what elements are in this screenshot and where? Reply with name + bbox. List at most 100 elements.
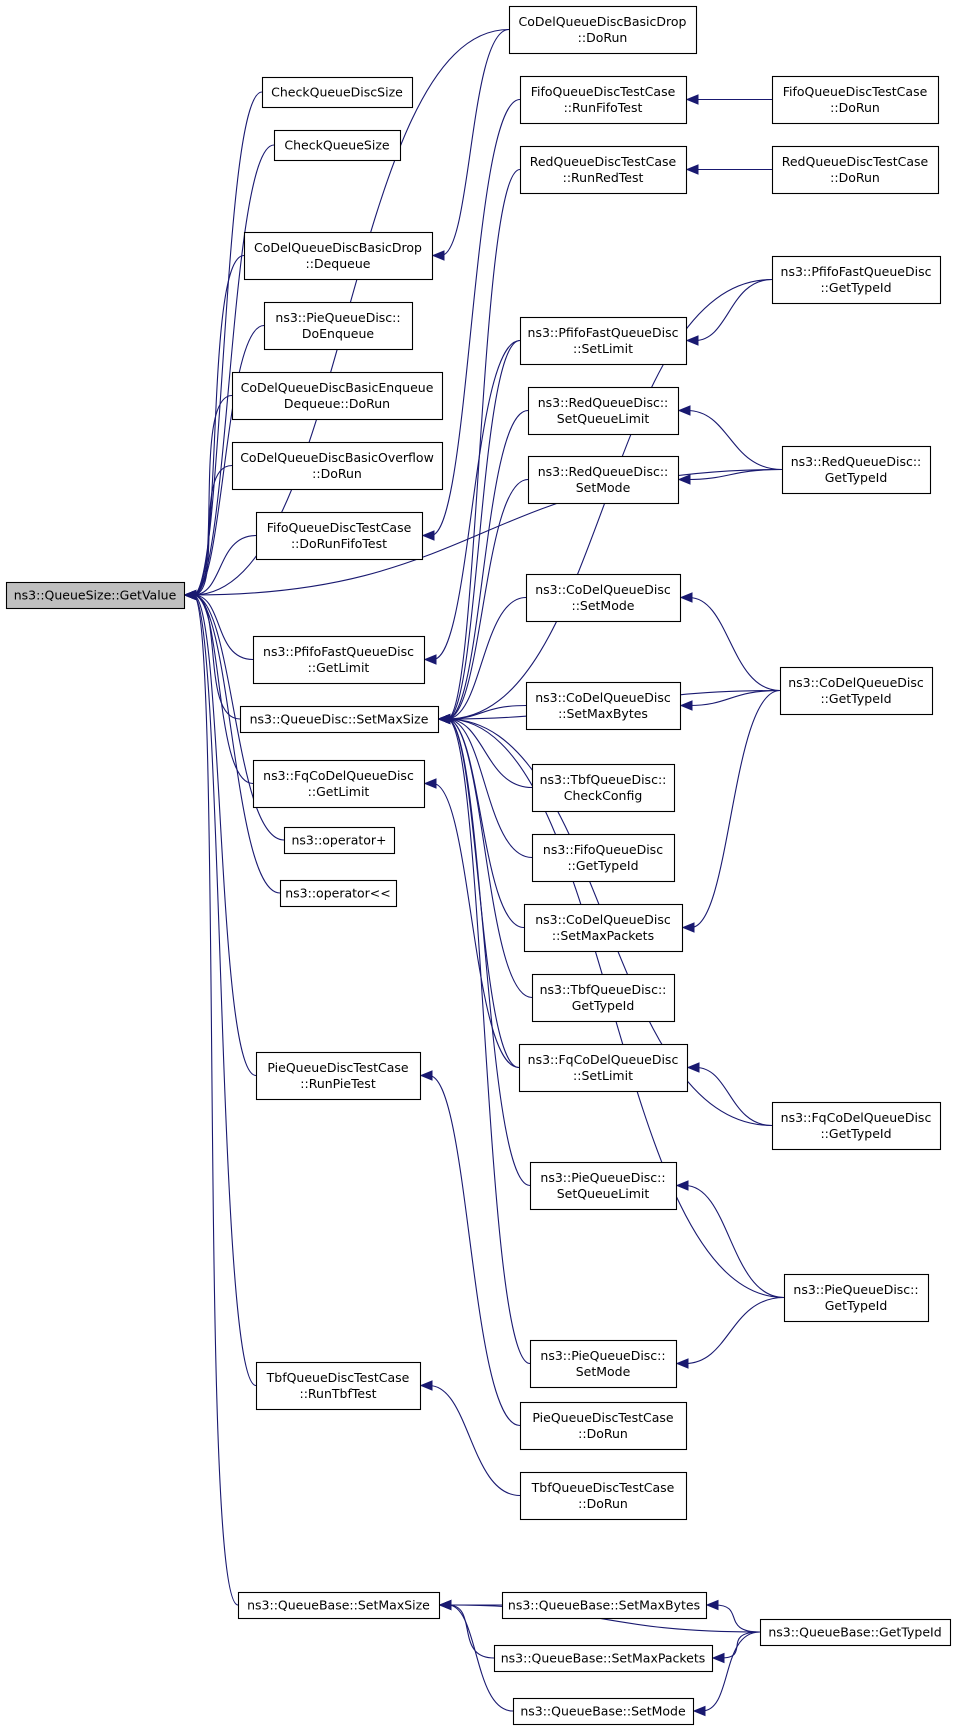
node-piequeuedisctestcase-dorun[interactable]: PieQueueDiscTestCase::DoRun [519, 1401, 688, 1451]
node-box[interactable] [529, 1339, 678, 1389]
node-box[interactable] [771, 145, 940, 195]
edge-codelqueuediscbasicenqueuedequeue-dorun-to-ns3-queuesize-getvalue [192, 394, 233, 596]
node-box[interactable] [512, 1697, 695, 1726]
node-codelqueuediscbasicoverflow-dorun[interactable]: CoDelQueueDiscBasicOverflow::DoRun [231, 441, 444, 491]
node-box[interactable] [771, 75, 940, 125]
node-box[interactable] [252, 635, 426, 685]
node-ns3-pfifofastqueuedisc-getlimit[interactable]: ns3::PfifoFastQueueDisc::GetLimit [252, 635, 426, 685]
node-ns3-queuesize-getvalue[interactable]: ns3::QueueSize::GetValue [5, 581, 186, 610]
node-box[interactable] [243, 231, 434, 281]
node-redqueuedisctestcase-runredtest[interactable]: RedQueueDiscTestCase::RunRedTest [519, 145, 688, 195]
node-box[interactable] [531, 973, 676, 1023]
node-ns3-piequeuedisc-setqueuelimit[interactable]: ns3::PieQueueDisc::SetQueueLimit [529, 1161, 678, 1211]
node-box[interactable] [771, 255, 942, 305]
node-box[interactable] [531, 833, 676, 883]
arrowhead-icon [677, 474, 691, 485]
node-codelqueuediscbasicdrop-dequeue[interactable]: CoDelQueueDiscBasicDrop::Dequeue [243, 231, 434, 281]
node-codelqueuediscbasicdrop-dorun[interactable]: CoDelQueueDiscBasicDrop::DoRun [508, 5, 698, 55]
node-box[interactable] [781, 445, 932, 495]
node-box[interactable] [231, 371, 444, 421]
node-ns3-queuedisc-setmaxsize[interactable]: ns3::QueueDisc::SetMaxSize [239, 705, 440, 734]
node-box[interactable] [518, 1043, 689, 1093]
node-ns3-codelqueuedisc-setmaxpackets[interactable]: ns3::CoDelQueueDisc::SetMaxPackets [523, 903, 684, 953]
node-tbfqueuedisctestcase-dorun[interactable]: TbfQueueDiscTestCase::DoRun [519, 1471, 688, 1521]
node-checkqueuediscsize[interactable]: CheckQueueDiscSize [261, 76, 414, 109]
node-checkqueuesize[interactable]: CheckQueueSize [273, 129, 402, 162]
node-box[interactable] [279, 879, 398, 908]
node-box[interactable] [783, 1273, 930, 1323]
node-box[interactable] [493, 1644, 714, 1673]
node-box[interactable] [523, 903, 684, 953]
node-ns3-codelqueuedisc-gettypeid[interactable]: ns3::CoDelQueueDisc::GetTypeId [779, 666, 934, 716]
node-ns3-pfifofastqueuedisc-setlimit[interactable]: ns3::PfifoFastQueueDisc::SetLimit [519, 316, 688, 366]
edges-layer [183, 28, 785, 1717]
node-box[interactable] [231, 441, 444, 491]
node-box[interactable] [263, 301, 414, 351]
node-ns3-queuebase-setmaxsize[interactable]: ns3::QueueBase::SetMaxSize [237, 1591, 441, 1620]
node-ns3-redqueuedisc-gettypeid[interactable]: ns3::RedQueueDisc::GetTypeId [781, 445, 932, 495]
node-box[interactable] [525, 681, 682, 731]
node-box[interactable] [273, 129, 402, 162]
node-box[interactable] [531, 763, 676, 813]
node-label: ns3::FifoQueueDisc [543, 842, 663, 857]
edge-ns3-queuedisc-setmaxsize-to-ns3-queuesize-getvalue [192, 594, 241, 720]
node-box[interactable] [529, 1161, 678, 1211]
node-ns3-piequeuedisc-gettypeid[interactable]: ns3::PieQueueDisc::GetTypeId [783, 1273, 930, 1323]
node-ns3-piequeuedisc-setmode[interactable]: ns3::PieQueueDisc::SetMode [529, 1339, 678, 1389]
arrowhead-icon [423, 778, 437, 789]
node-label: FifoQueueDiscTestCase [531, 84, 676, 99]
node-ns3-codelqueuedisc-setmode[interactable]: ns3::CoDelQueueDisc::SetMode [525, 573, 682, 623]
node-label: TbfQueueDiscTestCase [531, 1480, 675, 1495]
node-ns3-queuebase-setmode[interactable]: ns3::QueueBase::SetMode [512, 1697, 695, 1726]
node-ns3-pfifofastqueuedisc-gettypeid[interactable]: ns3::PfifoFastQueueDisc::GetTypeId [771, 255, 942, 305]
node-box[interactable] [519, 75, 688, 125]
node-box[interactable] [519, 1471, 688, 1521]
node-fifoqueuedisctestcase-dorun[interactable]: FifoQueueDiscTestCase::DoRun [771, 75, 940, 125]
node-ns3-tbfqueuedisc-checkconfig[interactable]: ns3::TbfQueueDisc::CheckConfig [531, 763, 676, 813]
node-ns3-operator[interactable]: ns3::operator+ [283, 826, 396, 855]
node-ns3-fqcodelqueuedisc-setlimit[interactable]: ns3::FqCoDelQueueDisc::SetLimit [518, 1043, 689, 1093]
node-box[interactable] [779, 666, 934, 716]
node-box[interactable] [525, 573, 682, 623]
node-fifoqueuedisctestcase-dorunfifotest[interactable]: FifoQueueDiscTestCase::DoRunFifoTest [255, 511, 424, 561]
node-box[interactable] [252, 759, 426, 809]
node-box[interactable] [255, 511, 424, 561]
node-ns3-fifoqueuedisc-gettypeid[interactable]: ns3::FifoQueueDisc::GetTypeId [531, 833, 676, 883]
node-ns3-codelqueuedisc-setmaxbytes[interactable]: ns3::CoDelQueueDisc::SetMaxBytes [525, 681, 682, 731]
node-ns3-redqueuedisc-setqueuelimit[interactable]: ns3::RedQueueDisc::SetQueueLimit [527, 386, 680, 436]
node-box[interactable] [5, 581, 186, 610]
node-box[interactable] [527, 455, 680, 505]
node-box[interactable] [508, 5, 698, 55]
node-box[interactable] [519, 1401, 688, 1451]
edge-ns3-fqcodelqueuedisc-gettypeid-to-ns3-fqcodelqueuedisc-setlimit [695, 1066, 773, 1127]
node-ns3-tbfqueuedisc-gettypeid[interactable]: ns3::TbfQueueDisc::GetTypeId [531, 973, 676, 1023]
node-ns3-piequeuedisc-doenqueue[interactable]: ns3::PieQueueDisc::DoEnqueue [263, 301, 414, 351]
node-fifoqueuedisctestcase-runfifotest[interactable]: FifoQueueDiscTestCase::RunFifoTest [519, 75, 688, 125]
node-ns3-operator[interactable]: ns3::operator<< [279, 879, 398, 908]
node-box[interactable] [501, 1591, 708, 1620]
node-box[interactable] [759, 1618, 952, 1647]
edge-ns3-codelqueuedisc-setmode-to-ns3-queuedisc-setmaxsize [446, 596, 527, 720]
node-ns3-queuebase-gettypeid[interactable]: ns3::QueueBase::GetTypeId [759, 1618, 952, 1647]
node-ns3-queuebase-setmaxbytes[interactable]: ns3::QueueBase::SetMaxBytes [501, 1591, 708, 1620]
node-box[interactable] [255, 1051, 422, 1101]
node-box[interactable] [519, 316, 688, 366]
node-box[interactable] [239, 705, 440, 734]
node-box[interactable] [255, 1361, 422, 1411]
node-piequeuedisctestcase-runpietest[interactable]: PieQueueDiscTestCase::RunPieTest [255, 1051, 422, 1101]
node-tbfqueuedisctestcase-runtbftest[interactable]: TbfQueueDiscTestCase::RunTbfTest [255, 1361, 422, 1411]
node-box[interactable] [519, 145, 688, 195]
node-ns3-redqueuedisc-setmode[interactable]: ns3::RedQueueDisc::SetMode [527, 455, 680, 505]
node-box[interactable] [771, 1101, 942, 1151]
node-ns3-fqcodelqueuedisc-gettypeid[interactable]: ns3::FqCoDelQueueDisc::GetTypeId [771, 1101, 942, 1151]
node-box[interactable] [283, 826, 396, 855]
node-box[interactable] [261, 76, 414, 109]
node-box[interactable] [237, 1591, 441, 1620]
node-box[interactable] [527, 386, 680, 436]
node-ns3-fqcodelqueuedisc-getlimit[interactable]: ns3::FqCoDelQueueDisc::GetLimit [252, 759, 426, 809]
node-ns3-queuebase-setmaxpackets[interactable]: ns3::QueueBase::SetMaxPackets [493, 1644, 714, 1673]
edge-codelqueuediscbasicdrop-dequeue-to-ns3-queuesize-getvalue [192, 254, 245, 596]
node-label: ns3::CoDelQueueDisc [788, 675, 924, 690]
node-redqueuedisctestcase-dorun[interactable]: RedQueueDiscTestCase::DoRun [771, 145, 940, 195]
